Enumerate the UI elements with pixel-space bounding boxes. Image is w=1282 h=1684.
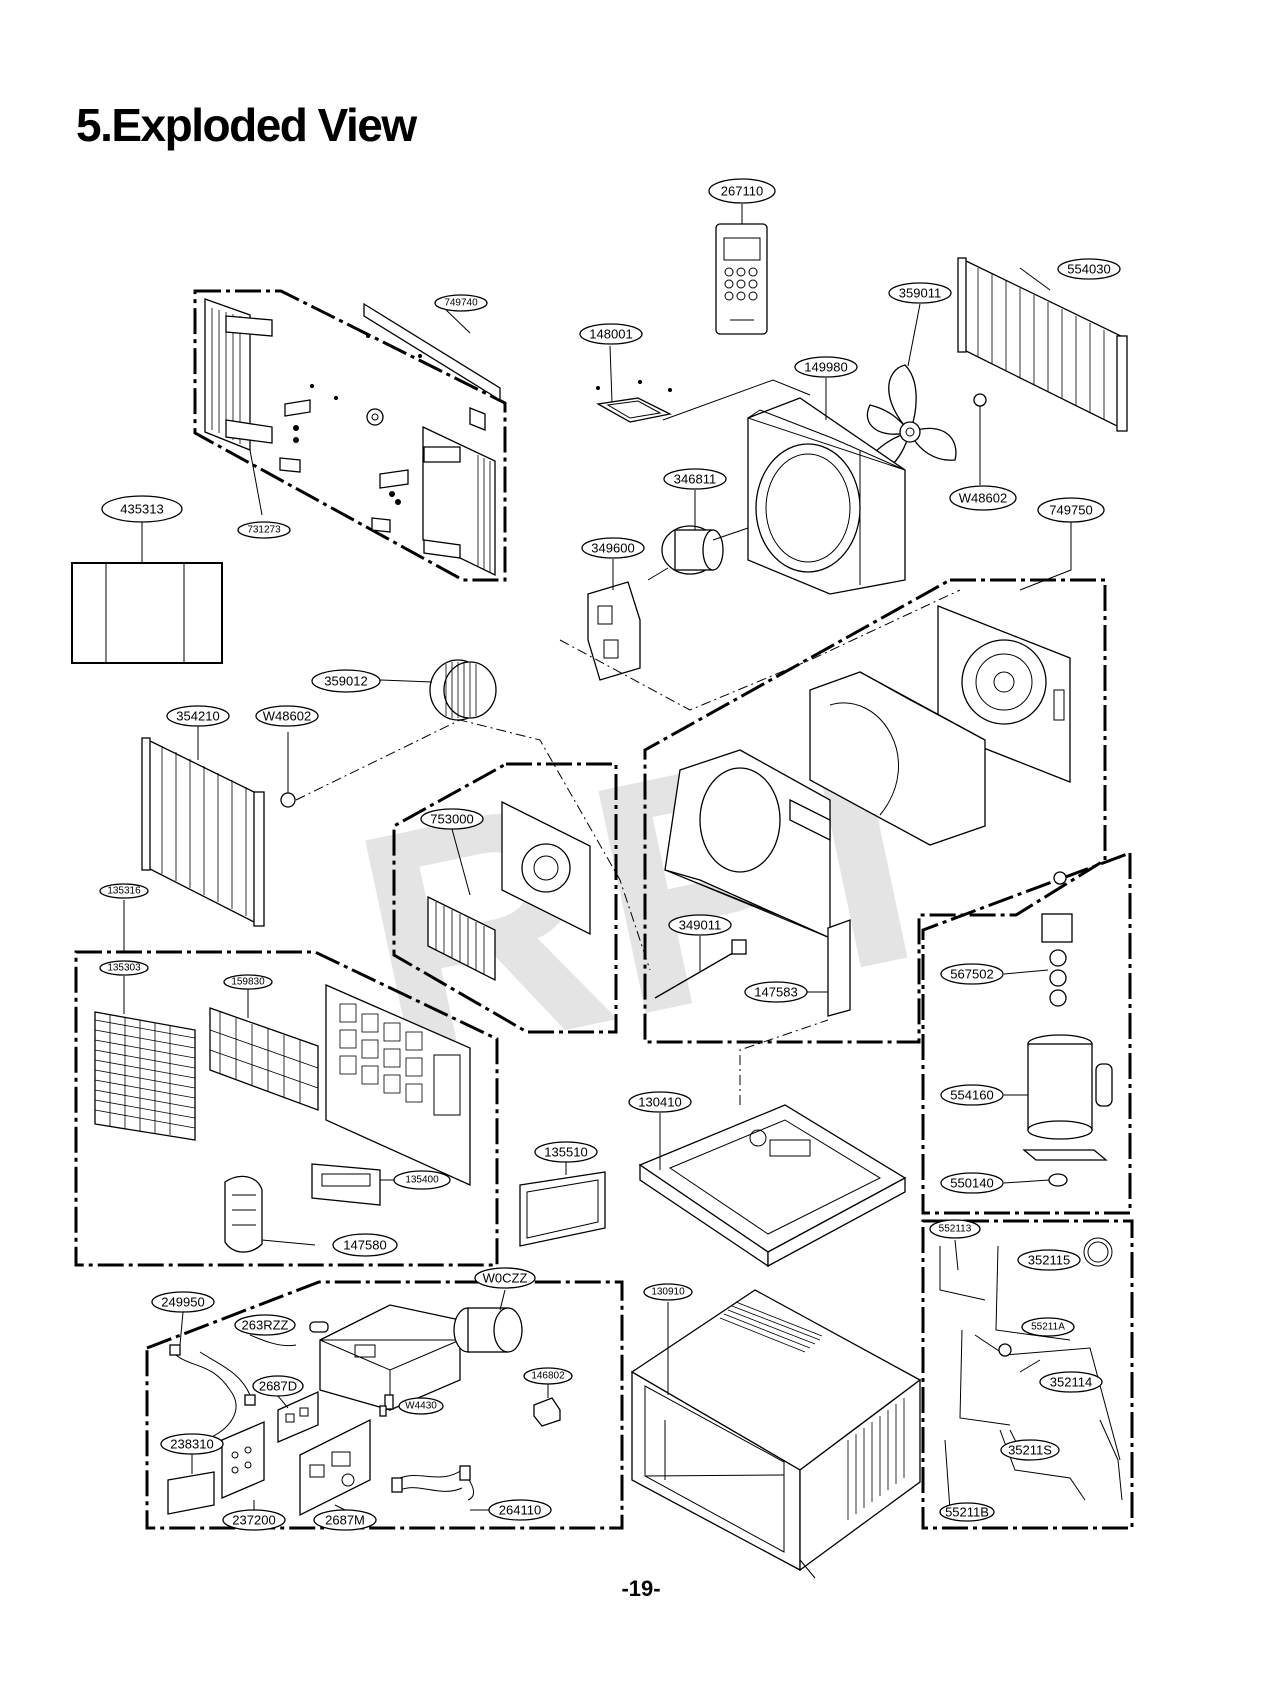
part-label-135316: 135316 xyxy=(107,886,141,897)
control-box xyxy=(319,1304,461,1411)
part-label-135510: 135510 xyxy=(544,1145,587,1160)
part-label-238310: 238310 xyxy=(170,1437,213,1452)
part-label-W48602-upper: W48602 xyxy=(959,491,1007,506)
part-label-W0CZZ: W0CZZ xyxy=(483,1271,528,1286)
main-pcb xyxy=(299,1418,371,1517)
remote-control xyxy=(715,223,768,335)
section-box-compressor xyxy=(921,850,1132,1215)
fan-motor xyxy=(647,525,749,581)
part-label-435313: 435313 xyxy=(120,502,163,517)
part-label-264110: 264110 xyxy=(499,1503,541,1518)
section-box-front-grille xyxy=(74,950,499,1267)
part-label-147583: 147583 xyxy=(754,985,797,1000)
part-label-2687M: 2687M xyxy=(325,1513,365,1528)
part-label-554030: 554030 xyxy=(1067,262,1110,277)
section-box-piping xyxy=(921,1219,1134,1530)
part-label-352115: 352115 xyxy=(1028,1253,1070,1268)
part-label-346811: 346811 xyxy=(674,472,716,487)
display-pcb xyxy=(221,1421,265,1499)
section-box-blower-assembly xyxy=(643,578,1107,1044)
part-label-267110: 267110 xyxy=(721,184,763,199)
part-label-359012: 359012 xyxy=(324,674,367,689)
section-box-top-left xyxy=(193,289,507,582)
compressor xyxy=(1022,871,1113,1187)
scroll-housing xyxy=(809,671,986,846)
part-label-753000: 753000 xyxy=(430,812,473,827)
air-filter xyxy=(209,1007,319,1111)
heater-assembly xyxy=(427,800,591,982)
side-curtain-assembly xyxy=(204,298,501,577)
part-label-249950: 249950 xyxy=(161,1295,204,1310)
part-label-567502: 567502 xyxy=(950,967,993,982)
propeller-fan xyxy=(864,364,957,475)
evaporator-frame xyxy=(664,749,831,940)
condenser-coil xyxy=(957,257,1128,432)
part-label-55211A: 55211A xyxy=(1031,1322,1065,1333)
part-label-159830: 159830 xyxy=(231,977,265,988)
part-label-749750: 749750 xyxy=(1049,503,1092,518)
outer-cabinet xyxy=(630,1289,922,1572)
part-label-263RZZ: 263RZZ xyxy=(242,1318,289,1333)
part-label-552113: 552113 xyxy=(939,1224,972,1235)
part-label-352114: 352114 xyxy=(1050,1375,1092,1390)
part-label-550140: 550140 xyxy=(950,1176,993,1191)
part-label-349011: 349011 xyxy=(679,918,721,933)
blower-wheel xyxy=(429,659,497,721)
motor-mount xyxy=(587,581,641,681)
part-label-731273: 731273 xyxy=(247,525,281,536)
part-label-148001: 148001 xyxy=(589,327,632,342)
label-plate-435313 xyxy=(71,562,223,664)
relay-146802 xyxy=(533,1397,561,1427)
part-label-147580: 147580 xyxy=(343,1238,386,1253)
fan-shroud xyxy=(746,397,906,595)
front-cabinet-panel xyxy=(325,984,471,1187)
callout-ovals xyxy=(99,178,1121,1531)
control-cover xyxy=(311,1163,381,1206)
part-label-146802: 146802 xyxy=(531,1371,565,1382)
control-knob xyxy=(224,1175,263,1253)
part-label-135400: 135400 xyxy=(405,1175,439,1186)
part-label-55211B: 55211B xyxy=(945,1505,989,1520)
base-pan xyxy=(638,1104,907,1268)
part-label-349600: 349600 xyxy=(591,541,634,556)
part-label-354210: 354210 xyxy=(176,709,219,724)
part-label-749740: 749740 xyxy=(444,298,478,309)
evaporator-coil xyxy=(141,737,265,927)
page-title: 5.Exploded View xyxy=(76,99,417,151)
part-label-135303: 135303 xyxy=(107,963,141,974)
part-label-2687D: 2687D xyxy=(259,1379,297,1394)
bracket-148001 xyxy=(596,380,672,423)
part-label-149980: 149980 xyxy=(804,360,847,375)
part-label-237200: 237200 xyxy=(232,1513,275,1528)
drain-part-135510 xyxy=(519,1171,606,1247)
part-label-130910: 130910 xyxy=(651,1287,685,1298)
sub-pcb xyxy=(277,1390,319,1443)
part-label-359011: 359011 xyxy=(899,286,941,301)
part-label-554160: 554160 xyxy=(950,1088,993,1103)
part-label-W48602-lower: W48602 xyxy=(263,709,311,724)
part-label-130410: 130410 xyxy=(638,1095,681,1110)
part-label-W4430: W4430 xyxy=(405,1401,437,1412)
page-number: -19- xyxy=(621,1576,661,1601)
front-grille xyxy=(94,1011,196,1141)
part-label-35211S: 35211S xyxy=(1008,1443,1052,1458)
section-box-electrical xyxy=(145,1280,624,1530)
capacitor xyxy=(453,1307,523,1353)
control-panel-label xyxy=(167,1471,215,1515)
